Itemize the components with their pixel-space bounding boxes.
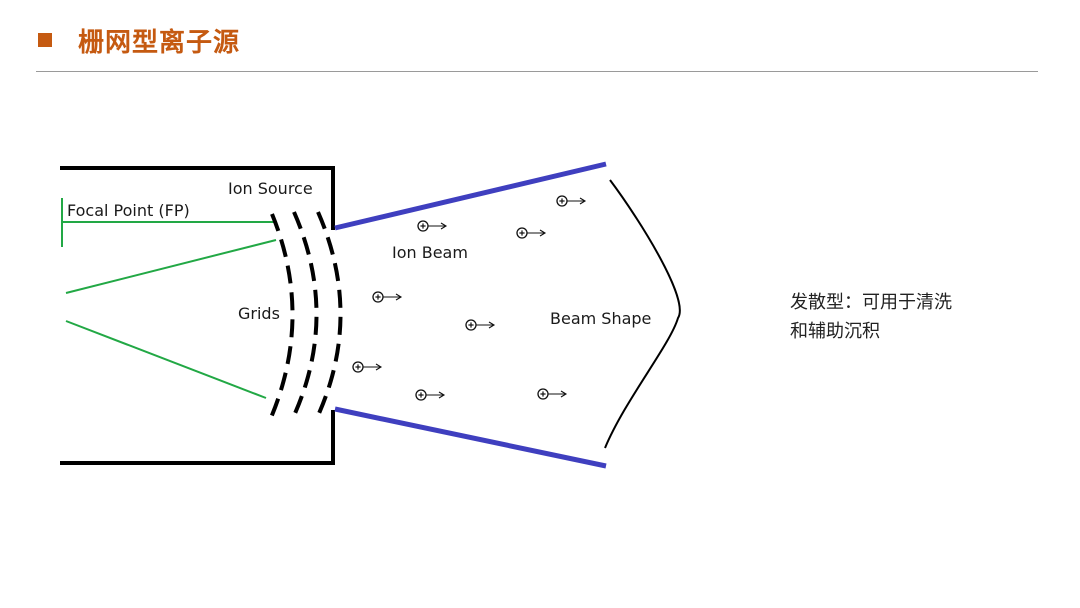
caption-line-1: 发散型：可用于清洗 [790, 292, 952, 313]
ion-particle [556, 195, 586, 207]
grid-3 [314, 211, 343, 421]
ion-particle [417, 220, 447, 232]
label-ion-beam: Ion Beam [392, 243, 468, 262]
page-title: 栅网型离子源 [78, 27, 241, 58]
caption-text: 发散型：可用于清洗 和辅助沉积 [790, 288, 1020, 346]
grids [268, 211, 343, 421]
ion-particle [516, 227, 546, 239]
ion-particle [352, 361, 382, 373]
ion-particle [537, 388, 567, 400]
grid-2 [290, 211, 319, 421]
beam-shape-curve [604, 179, 681, 449]
title-bullet-square [38, 33, 52, 47]
beam-edge-top [334, 161, 607, 231]
ion-particle [372, 291, 402, 303]
label-ion-source: Ion Source [228, 179, 313, 198]
ion-particle [415, 389, 445, 401]
housing-bottom-wall [60, 410, 335, 465]
label-beam-shape: Beam Shape [550, 309, 651, 328]
slide-header: 栅网型离子源 [38, 18, 240, 62]
focal-line-lower [65, 320, 267, 399]
label-focal-point: Focal Point (FP) [67, 201, 190, 220]
housing-top-wall [60, 166, 335, 230]
caption-line-2: 和辅助沉积 [790, 321, 880, 342]
label-grids: Grids [238, 304, 280, 323]
header-divider [36, 71, 1038, 72]
focal-line-upper [65, 239, 277, 294]
ion-particle [465, 319, 495, 331]
beam-edge-bottom [334, 406, 607, 469]
